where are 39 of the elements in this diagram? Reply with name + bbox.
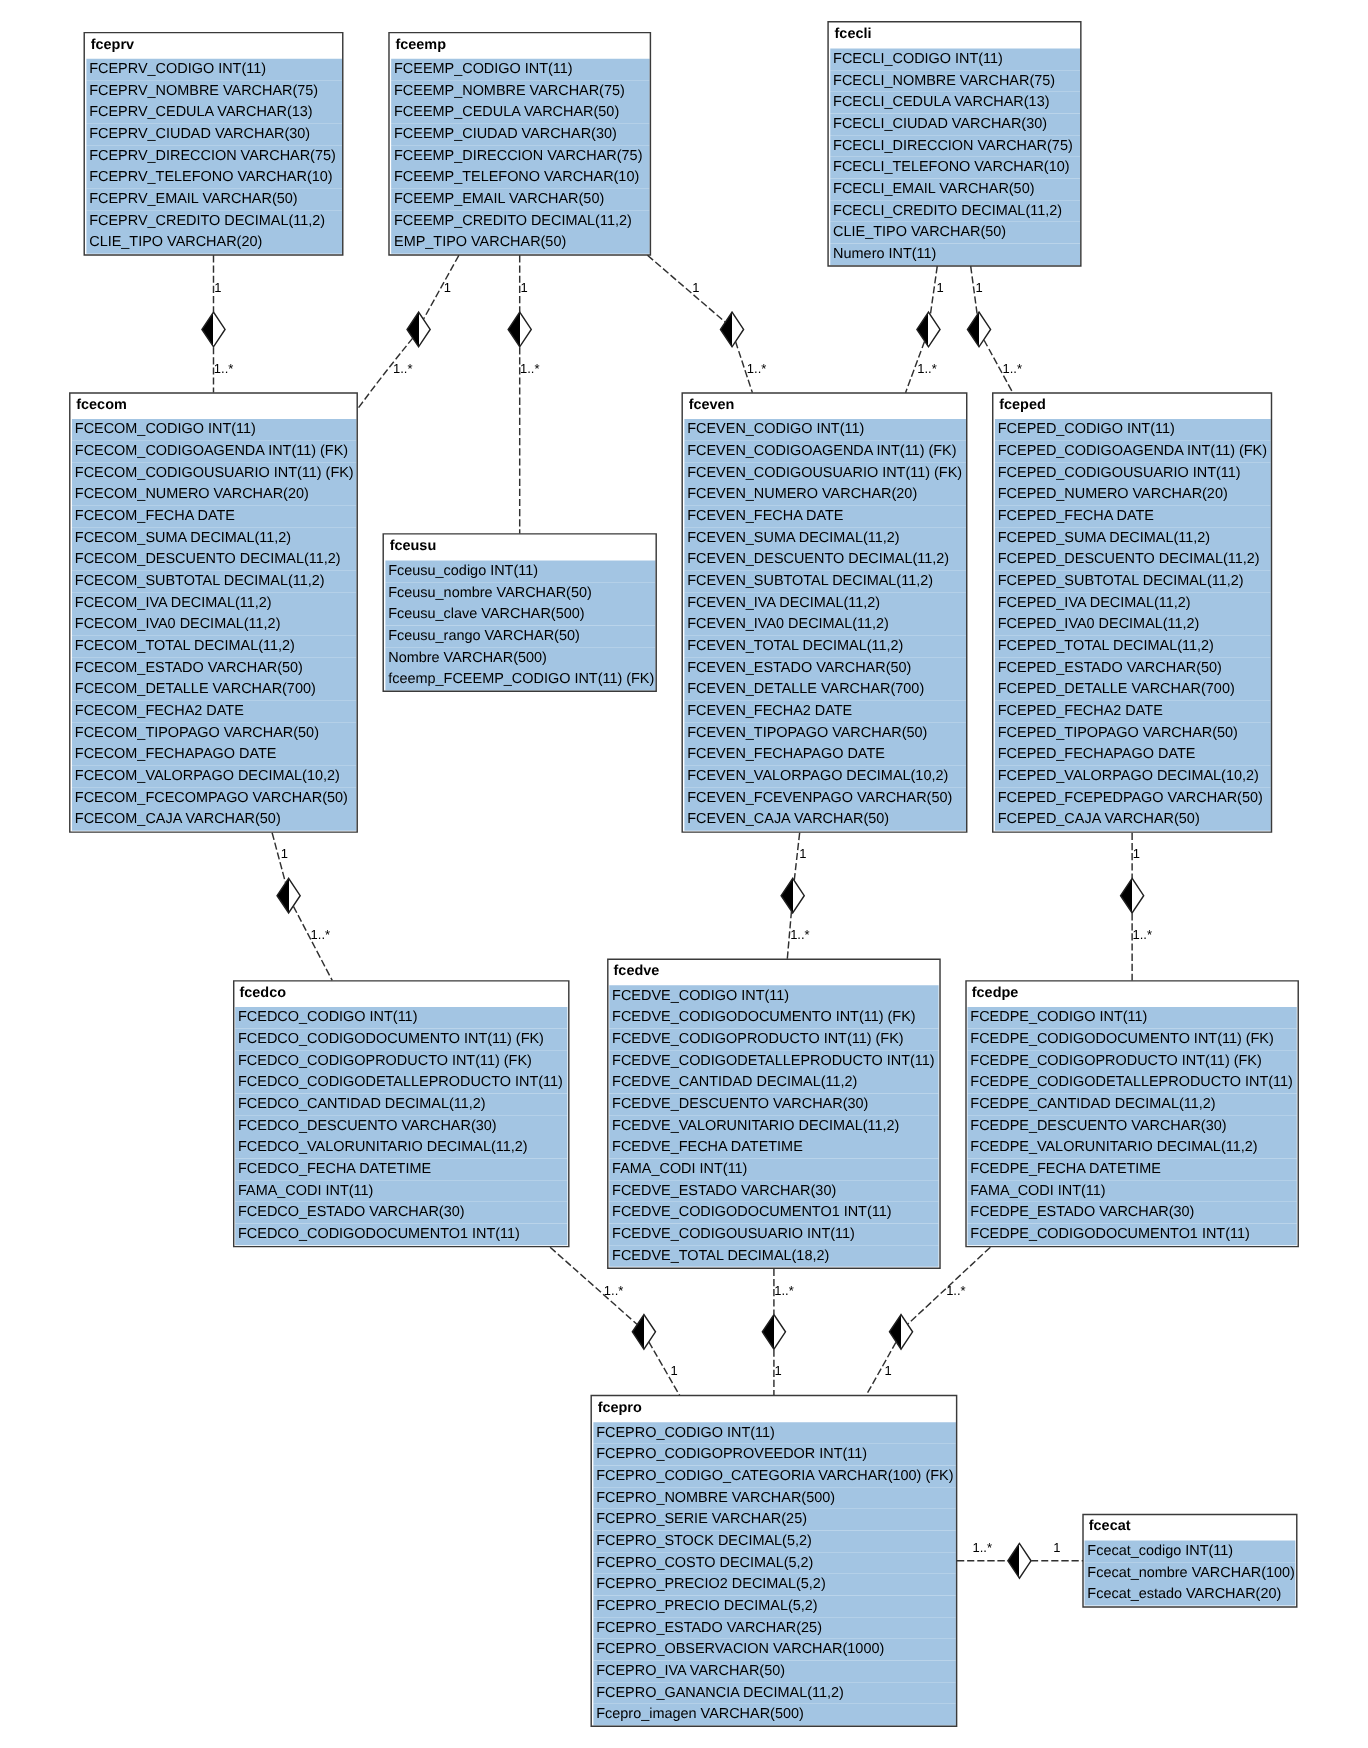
connector (271, 832, 287, 884)
connector (1030, 1560, 1084, 1562)
connector (786, 910, 793, 960)
connector (983, 339, 1014, 394)
connector (422, 254, 460, 320)
connector (648, 1341, 681, 1397)
connector (956, 1560, 1009, 1562)
connector (1131, 832, 1133, 879)
connector (646, 254, 726, 323)
connector (904, 340, 926, 394)
node-diamond (916, 310, 941, 349)
node-diamond (276, 877, 302, 915)
node-diamond (780, 877, 806, 915)
node-diamond (719, 310, 745, 349)
connector (969, 265, 978, 316)
connector (865, 1341, 897, 1396)
connector (773, 1268, 775, 1315)
node-diamond (1119, 877, 1145, 915)
connector (212, 254, 215, 313)
connector (773, 1348, 775, 1396)
node-diamond (507, 310, 533, 349)
connector (793, 832, 801, 882)
connector (1131, 912, 1133, 982)
connector (734, 340, 754, 394)
node-diamond (966, 310, 992, 349)
node-diamond (761, 1313, 787, 1351)
connector (519, 346, 521, 535)
node-diamond (406, 310, 431, 349)
connector (356, 337, 414, 410)
connector (549, 1246, 638, 1326)
connector (907, 1246, 992, 1325)
node-diamond (1007, 1542, 1032, 1580)
node-diamond (201, 310, 226, 349)
connector (519, 254, 521, 313)
connector (212, 346, 215, 394)
connector (929, 265, 938, 316)
connector (292, 905, 333, 982)
node-diamond (631, 1313, 657, 1351)
node-diamond (888, 1313, 914, 1351)
